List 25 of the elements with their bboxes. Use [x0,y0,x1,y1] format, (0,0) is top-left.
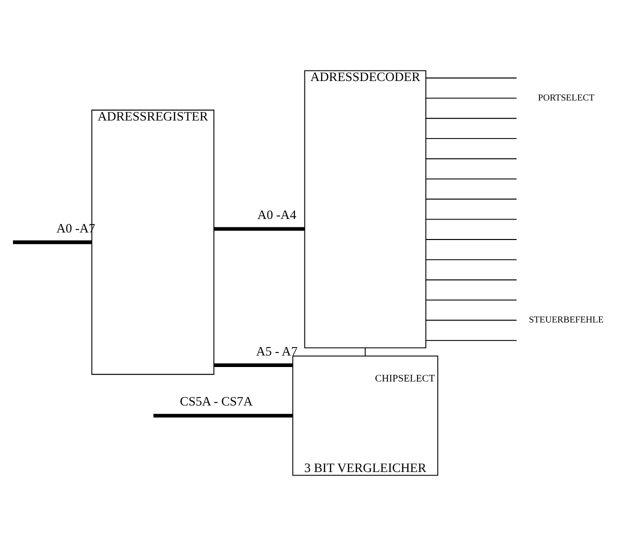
connector [214,362,292,367]
connector [425,138,518,139]
connector [425,97,518,98]
connector [425,158,518,159]
connector [425,319,518,320]
connector [153,413,293,418]
connector [425,77,518,78]
node-box: ADRESSDECODER [304,70,426,348]
connector [425,278,518,280]
edge-label: A0 -A4 [257,208,296,222]
connector [214,226,305,230]
connector [425,238,518,240]
connector [425,218,518,220]
edge-label: PORTSELECT [538,92,594,102]
edge-label: STEUERBEFEHLE [528,314,604,324]
connector [425,339,518,340]
edge-label: CHIPSELECT [375,373,435,384]
connector [425,178,518,179]
connector [425,299,518,300]
connector [425,258,518,260]
edge-label: CS5A - CS7A [180,394,253,408]
connector [425,117,518,118]
connector [425,198,518,200]
connector [12,240,92,244]
edge-label: A5 - A7 [256,344,298,358]
